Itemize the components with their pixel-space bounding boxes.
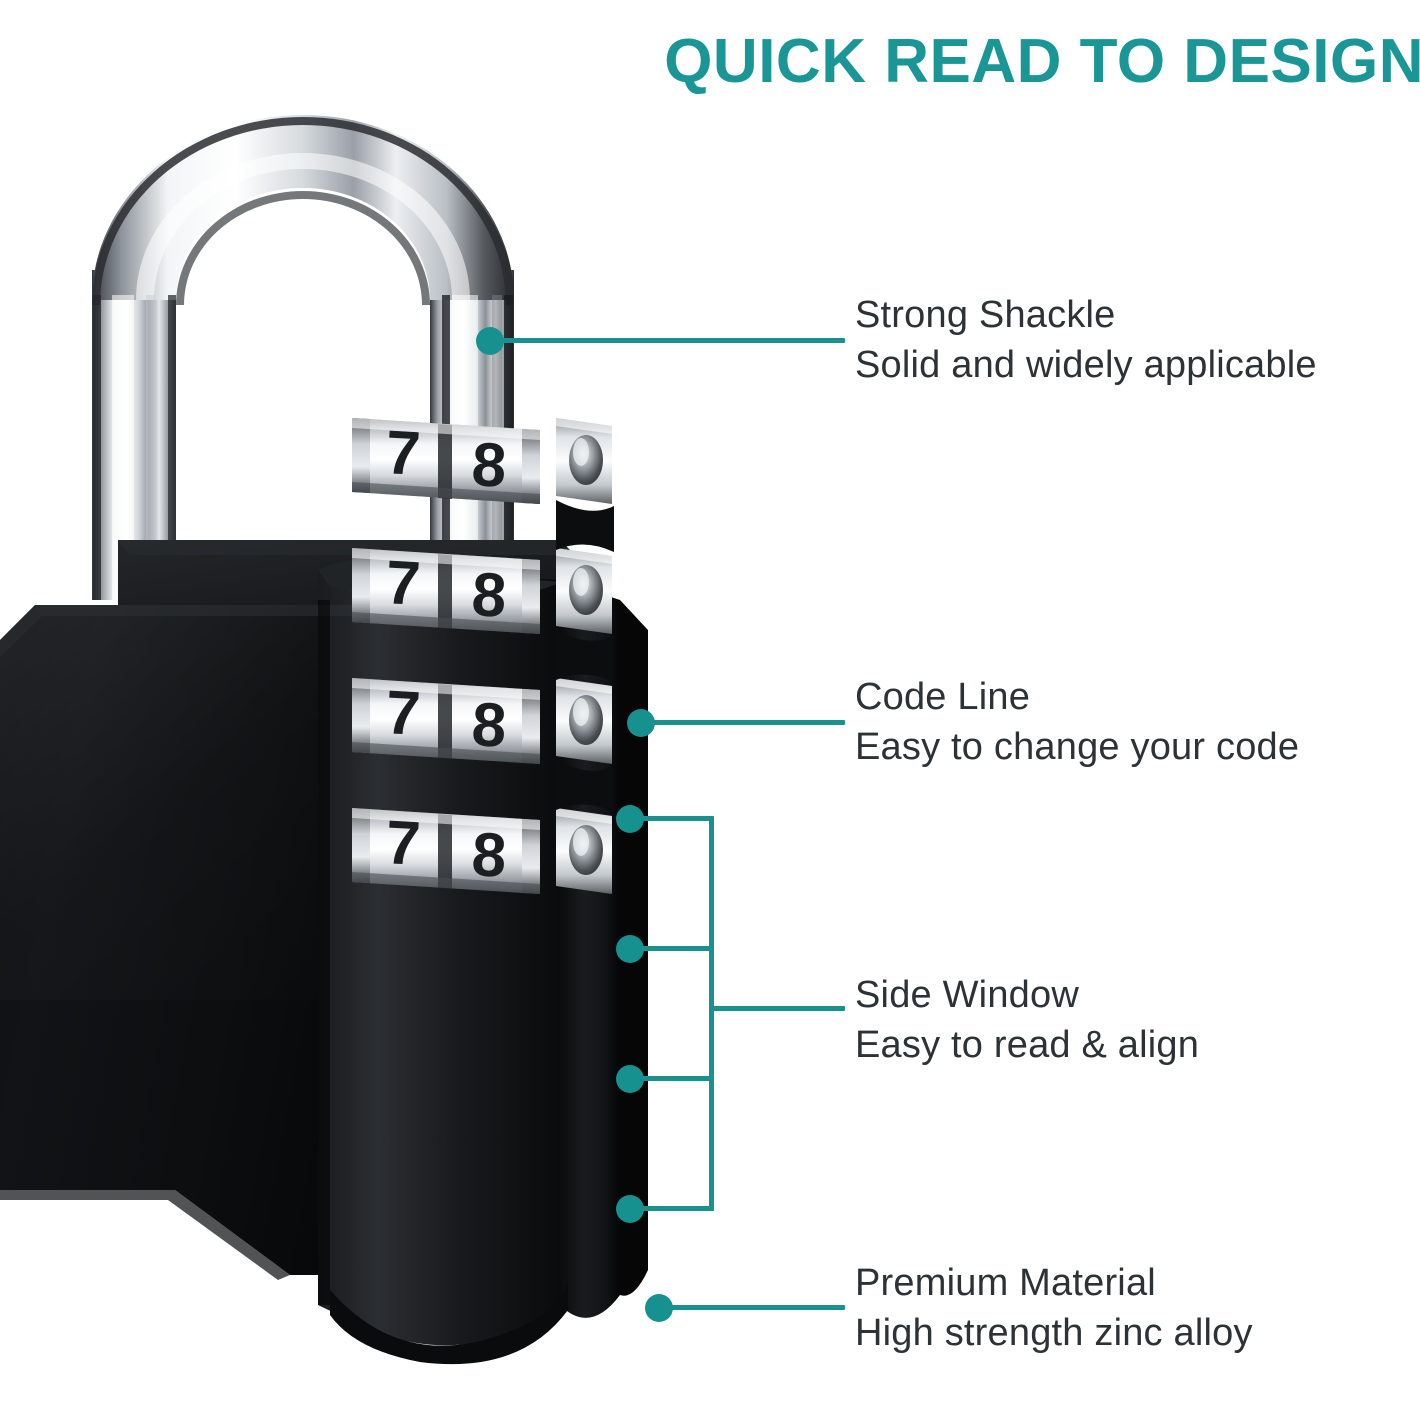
callout-side-window: Side Window Easy to read & align [855,970,1199,1070]
padlock-illustration: 7 8 7 8 [0,100,700,1400]
callout-stub-side-window-4 [640,1206,714,1211]
svg-text:8: 8 [470,820,508,891]
callout-dot-code-line [627,709,655,737]
callout-title-strong-shackle: Strong Shackle [855,294,1116,336]
callout-subtitle-code-line: Easy to change your code [855,726,1300,768]
callout-stub-side-window-3 [640,1076,714,1081]
callout-dot-side-window-3 [616,1065,644,1093]
callout-dot-side-window-2 [616,935,644,963]
callout-line-premium-material [669,1305,845,1310]
padlock-dials: 7 8 7 8 [352,418,540,894]
dial-row-1: 7 8 [352,418,540,504]
callout-line-side-window [709,1006,845,1011]
callout-dot-premium-material [645,1294,673,1322]
callout-line-code-line [651,720,845,725]
callout-subtitle-premium-material: High strength zinc alloy [855,1312,1253,1354]
side-window-4 [556,808,612,894]
svg-text:8: 8 [470,560,508,631]
callout-dot-side-window-4 [616,1195,644,1223]
callout-title-code-line: Code Line [855,676,1031,718]
callout-dot-strong-shackle [476,327,504,355]
callout-title-side-window: Side Window [855,974,1079,1016]
callout-stub-side-window-1 [640,816,714,821]
callout-code-line: Code Line Easy to change your code [855,672,1299,772]
svg-text:8: 8 [470,430,508,501]
side-window-1 [556,418,612,504]
callout-subtitle-strong-shackle: Solid and widely applicable [855,344,1317,386]
callout-dot-side-window-1 [616,805,644,833]
dial-row-2: 7 8 [352,548,540,634]
dial-row-3: 7 8 [352,678,540,764]
callout-subtitle-side-window: Easy to read & align [855,1024,1200,1066]
dial-row-4: 7 8 [352,808,540,894]
callout-title-premium-material: Premium Material [855,1262,1156,1304]
callout-stub-side-window-2 [640,946,714,951]
side-window-2 [556,548,612,634]
svg-text:8: 8 [470,690,508,761]
callout-premium-material: Premium Material High strength zinc allo… [855,1258,1253,1358]
padlock-side-windows [556,418,614,894]
callout-line-strong-shackle [500,338,845,343]
side-window-3 [556,678,612,764]
callout-spine-side-window [709,816,714,1211]
padlock-body [0,559,648,1365]
callout-strong-shackle: Strong Shackle Solid and widely applicab… [855,290,1317,390]
page-title: QUICK READ TO DESIGN [664,27,1420,96]
